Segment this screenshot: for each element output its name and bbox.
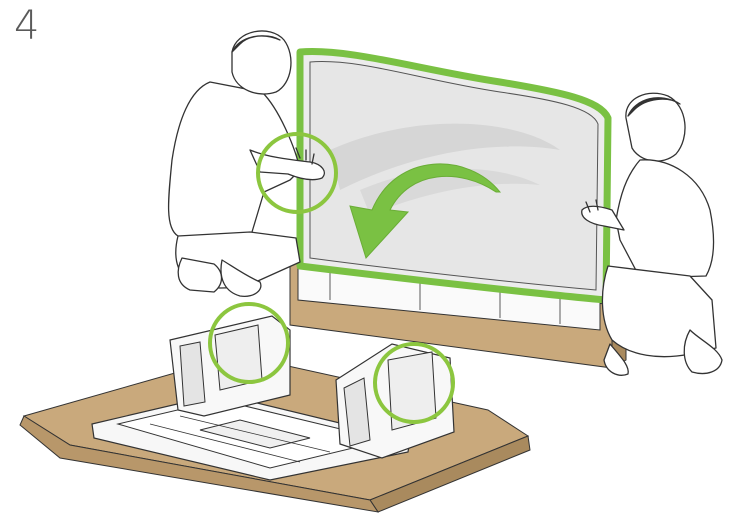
- step-number: 4: [14, 3, 40, 49]
- rotate-arrow-icon: [349, 163, 502, 259]
- person-right-icon: [581, 92, 723, 376]
- person-left-icon: [167, 30, 325, 297]
- highlight-circles: [208, 132, 455, 424]
- foam-insert-icon: [91, 315, 455, 481]
- highlight-circle-left-upright: [208, 302, 290, 384]
- highlight-circle-right-upright: [373, 342, 455, 424]
- highlight-circle-hand: [256, 132, 338, 214]
